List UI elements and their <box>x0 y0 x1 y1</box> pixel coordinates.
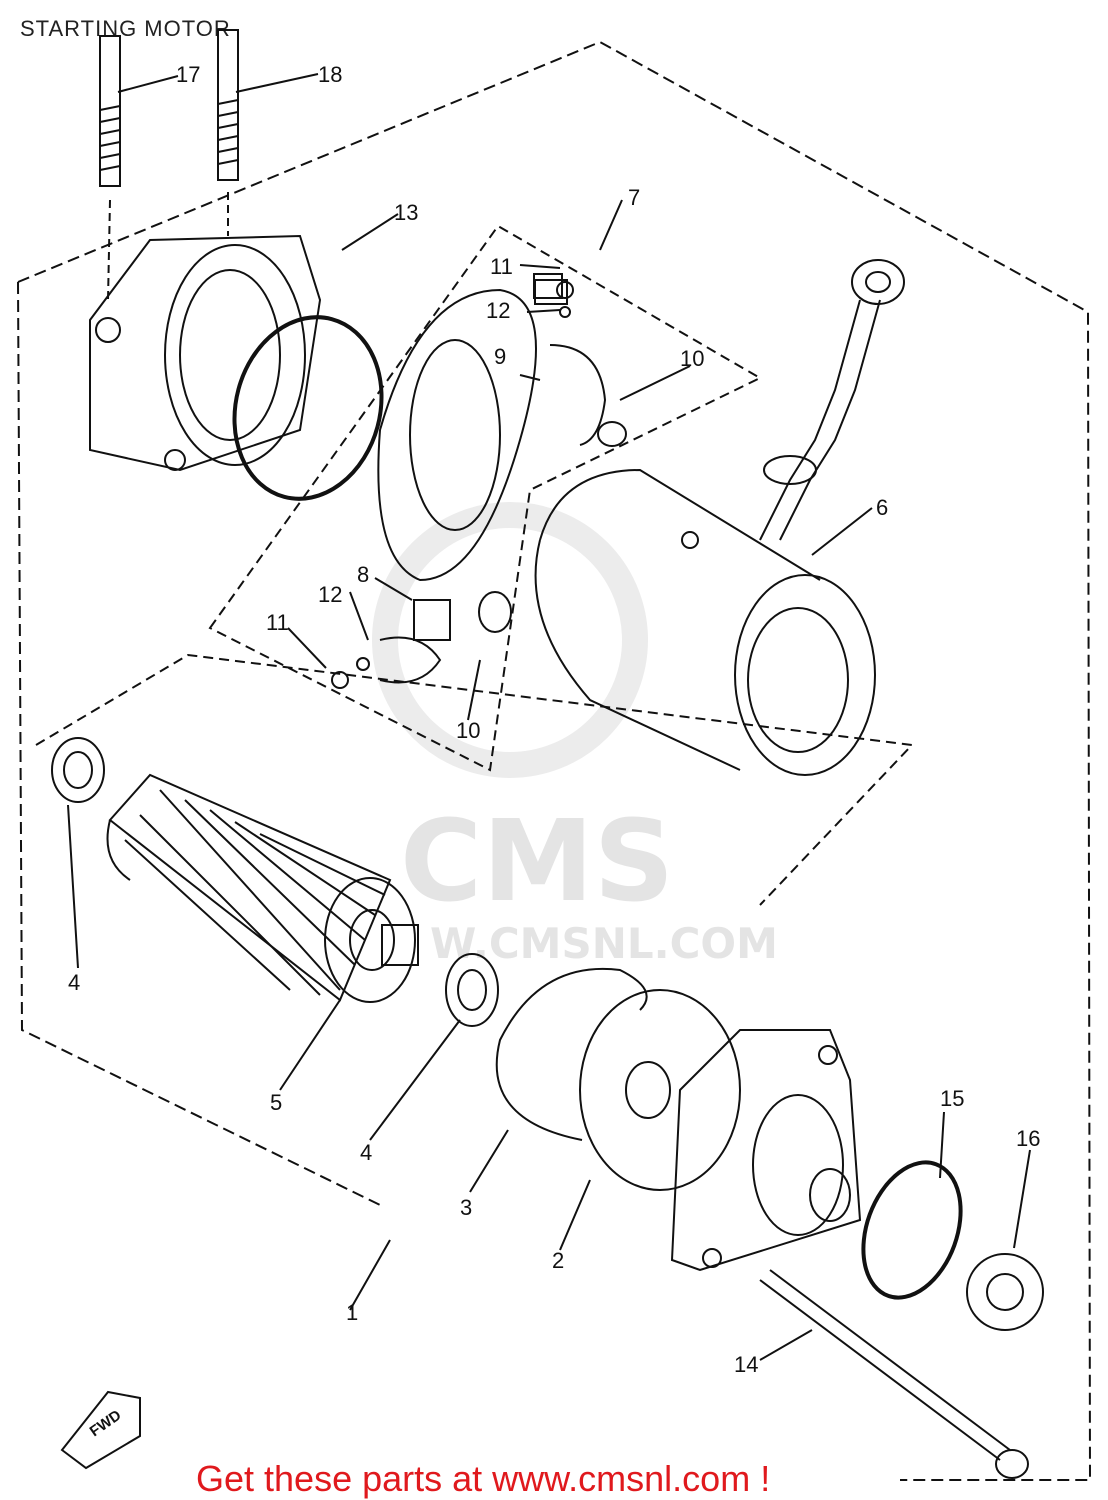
watermark-brand: CMS <box>400 797 674 927</box>
callout-10-top: 10 <box>680 346 704 371</box>
yoke-6 <box>534 259 905 776</box>
footer-cta: Get these parts at www.cmsnl.com ! <box>196 1458 770 1500</box>
callout-6: 6 <box>876 495 888 520</box>
callout-12-bottom: 12 <box>318 582 342 607</box>
oring-13 <box>232 315 384 501</box>
leader-lines <box>67 73 1031 1361</box>
footer-link[interactable]: www.cmsnl.com <box>492 1458 751 1499</box>
oring-3 <box>495 967 648 1141</box>
callout-11-top: 11 <box>490 254 513 279</box>
front-cover <box>670 1029 862 1272</box>
callout-labels: 1 2 3 4 4 5 6 7 8 9 10 10 11 11 12 12 13… <box>68 62 1040 1377</box>
brush-plate-7 <box>331 273 627 689</box>
bolt-18 <box>217 29 239 236</box>
callout-8: 8 <box>357 562 369 587</box>
watermark-url: W.CMSNL.COM <box>430 919 778 968</box>
bolt-14 <box>759 1269 1029 1479</box>
callout-4-right: 4 <box>360 1140 372 1165</box>
armature-group-boundary <box>35 653 915 906</box>
footer-prefix: Get these parts at <box>196 1458 493 1499</box>
assembly-boundary <box>17 40 1092 1481</box>
callout-13: 13 <box>394 200 418 225</box>
callout-1: 1 <box>346 1300 358 1325</box>
callout-5: 5 <box>270 1090 282 1115</box>
footer-suffix: ! <box>750 1458 771 1499</box>
callout-18: 18 <box>318 62 342 87</box>
callout-10-bottom: 10 <box>456 718 480 743</box>
callout-3: 3 <box>460 1195 472 1220</box>
callout-17: 17 <box>176 62 200 87</box>
armature-5 <box>106 773 419 1003</box>
washer-4-right <box>445 953 499 1027</box>
page-title: STARTING MOTOR <box>20 16 231 41</box>
callout-4-left: 4 <box>68 970 80 995</box>
callout-11-bottom: 11 <box>266 610 289 635</box>
oring-15 <box>861 1160 963 1300</box>
gasket-2 <box>579 989 741 1191</box>
callout-12-top: 12 <box>486 298 510 323</box>
callout-15: 15 <box>940 1086 964 1111</box>
callout-16: 16 <box>1016 1126 1040 1151</box>
bolt-17 <box>99 35 121 301</box>
watermark: CMS W.CMSNL.COM <box>372 502 778 968</box>
callout-14: 14 <box>734 1352 758 1377</box>
fwd-arrow-outline <box>60 1390 141 1470</box>
callout-2: 2 <box>552 1248 564 1273</box>
gear-16 <box>966 1253 1044 1331</box>
rear-cover-13 <box>89 234 322 472</box>
callout-7: 7 <box>628 185 640 210</box>
washer-4-left <box>51 737 105 803</box>
callout-9: 9 <box>494 344 506 369</box>
